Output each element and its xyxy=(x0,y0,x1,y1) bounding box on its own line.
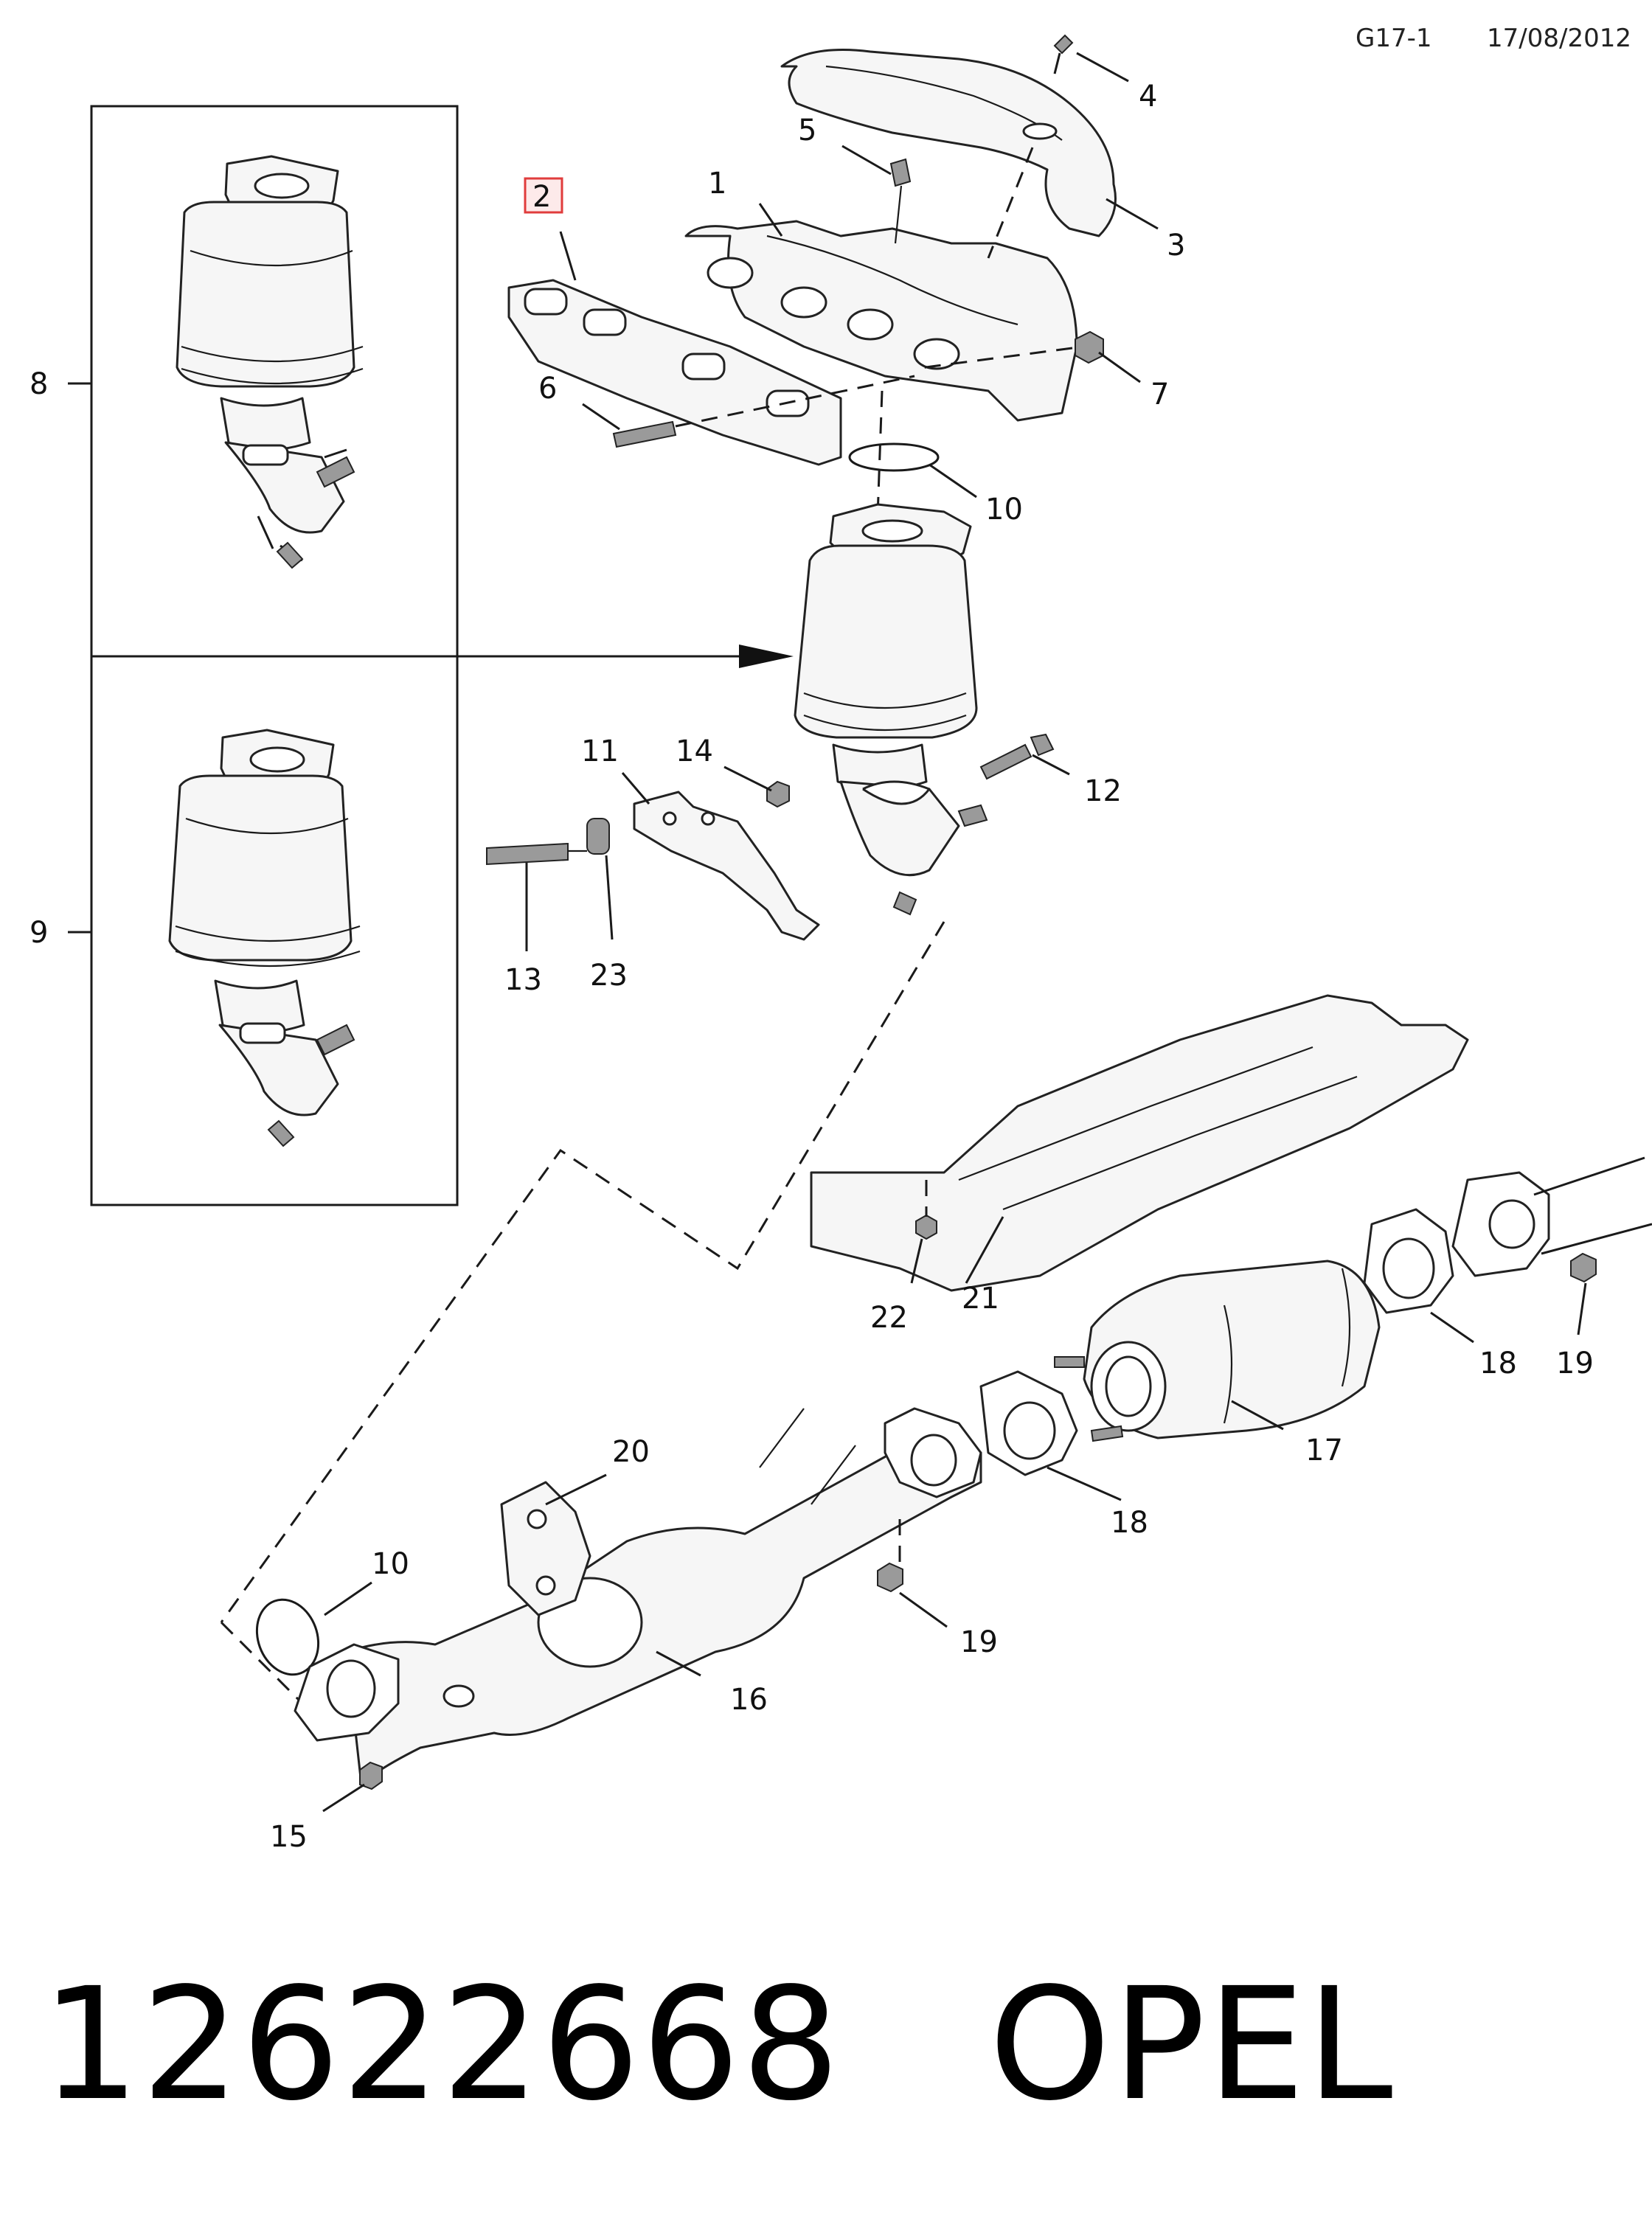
callout-22: 22 xyxy=(870,1301,908,1335)
lower-seal-ring[interactable] xyxy=(247,1591,329,1683)
seal-guide-line xyxy=(876,390,884,517)
callouts: 1 2 3 4 5 6 7 8 9 10 11 12 13 14 15 16 1… xyxy=(30,80,1594,1854)
callout-20: 20 xyxy=(612,1435,650,1469)
shield-guide-line xyxy=(987,147,1034,259)
flange-nut[interactable] xyxy=(359,1761,383,1790)
heat-shield-bolt[interactable] xyxy=(1053,34,1074,74)
footer-brand: OPEL xyxy=(988,1954,1395,2135)
variant-8-catalytic-converter[interactable] xyxy=(176,155,364,569)
callout-18-front: 18 xyxy=(1111,1506,1148,1540)
callout-21: 21 xyxy=(962,1282,999,1316)
variant-pointer-arrow xyxy=(457,645,794,668)
callout-12: 12 xyxy=(1084,774,1122,808)
variant-9-catalytic-converter[interactable] xyxy=(168,729,361,1147)
callout-7: 7 xyxy=(1150,378,1169,411)
exhaust-hanger[interactable] xyxy=(500,1481,591,1616)
manifold-heat-shield[interactable] xyxy=(780,49,1117,237)
callout-5: 5 xyxy=(798,114,816,147)
rear-flange-gasket[interactable] xyxy=(1363,1208,1454,1314)
rear-studs[interactable] xyxy=(1054,1356,1124,1442)
callout-4: 4 xyxy=(1139,80,1157,114)
rear-nut-19b[interactable] xyxy=(877,1519,903,1593)
intermediate-pipe-flange[interactable] xyxy=(1451,1156,1652,1277)
callout-19-front: 19 xyxy=(960,1625,998,1659)
bracket-stud[interactable] xyxy=(486,842,587,866)
callout-18-rear: 18 xyxy=(1479,1347,1517,1380)
callout-13: 13 xyxy=(504,963,542,997)
converter-bracket-bolt[interactable] xyxy=(979,733,1055,780)
assembly-guide-line xyxy=(220,921,945,1623)
highlighted-part-box xyxy=(524,177,563,214)
callout-9: 9 xyxy=(30,916,48,950)
rear-catalytic-converter[interactable] xyxy=(1083,1260,1381,1439)
exhaust-manifold[interactable] xyxy=(684,220,1078,422)
callout-8: 8 xyxy=(30,367,48,401)
callout-14: 14 xyxy=(676,734,713,768)
manifold-stud[interactable] xyxy=(612,375,915,448)
callout-11: 11 xyxy=(581,734,619,768)
flange-guide-line xyxy=(220,1621,311,1712)
down-pipe-flange[interactable] xyxy=(884,1407,982,1498)
callout-23: 23 xyxy=(590,959,628,993)
pipe-inlet-flange[interactable] xyxy=(294,1643,400,1742)
drawing-code: G17-1 xyxy=(1356,24,1432,53)
front-exhaust-pipe-with-converter[interactable] xyxy=(345,1408,982,1786)
callout-16: 16 xyxy=(730,1683,768,1717)
upper-seal-ring[interactable] xyxy=(848,442,940,472)
footer-part-number: 12622668 xyxy=(41,1954,841,2135)
callout-3: 3 xyxy=(1167,229,1185,263)
callout-10-upper: 10 xyxy=(985,493,1023,527)
callout-19-rear: 19 xyxy=(1556,1347,1594,1380)
callout-10-lower: 10 xyxy=(372,1547,409,1581)
bracket-spacer[interactable] xyxy=(586,818,610,855)
leader-lines xyxy=(68,52,1587,1813)
exhaust-manifold-gasket[interactable] xyxy=(507,279,842,466)
callout-15: 15 xyxy=(270,1820,308,1854)
underbody-heat-shield[interactable] xyxy=(810,994,1469,1292)
rear-nut-19a[interactable] xyxy=(1570,1252,1597,1283)
heat-shield-nut[interactable] xyxy=(915,1180,937,1240)
callout-2: 2 xyxy=(532,180,551,214)
heat-shield-bolt-5[interactable] xyxy=(889,158,912,244)
front-catalytic-converter[interactable] xyxy=(794,503,988,916)
drawing-date: 17/08/2012 xyxy=(1487,24,1631,53)
footer-label: 12622668 OPEL xyxy=(41,1954,1395,2135)
callout-17: 17 xyxy=(1305,1434,1343,1467)
mid-flange-gasket[interactable] xyxy=(979,1370,1078,1476)
callout-1: 1 xyxy=(708,167,726,201)
bracket-nut[interactable] xyxy=(766,780,790,808)
callout-6: 6 xyxy=(538,372,557,406)
converter-support-bracket[interactable] xyxy=(633,791,820,941)
